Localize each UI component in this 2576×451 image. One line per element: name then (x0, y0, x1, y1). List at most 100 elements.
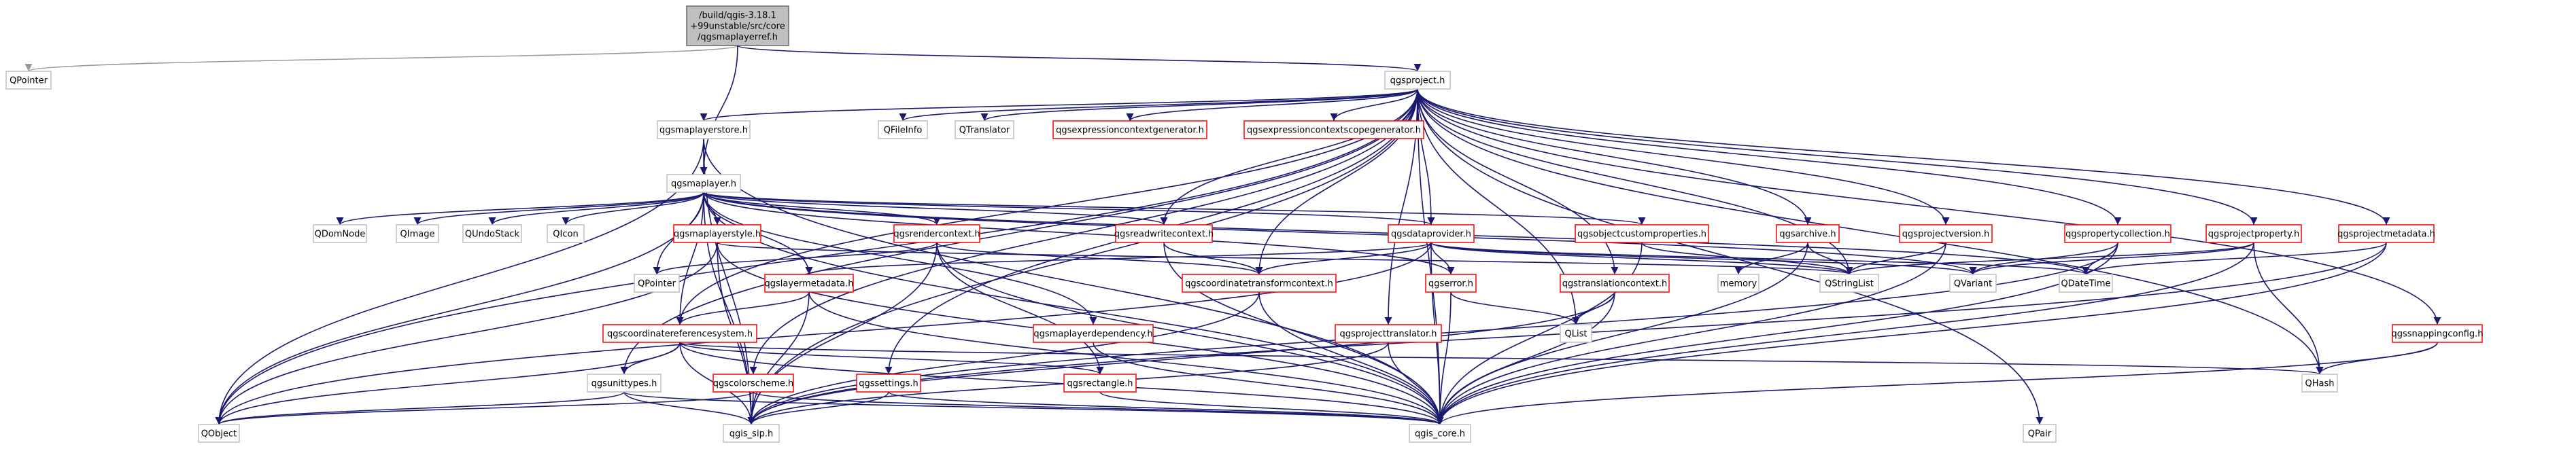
node-box (893, 224, 980, 243)
node-QList[interactable]: QList (1560, 324, 1592, 343)
node-label: qgsunittypes.h (591, 379, 657, 389)
edge-qgsmaplayer-to-qgsdataprovider (703, 192, 1435, 226)
node-box (856, 374, 921, 393)
node-box (1388, 224, 1475, 243)
node-qgsprojectmetadata[interactable]: qgsprojectmetadata.h (2337, 224, 2435, 243)
node-qgsrendercontext[interactable]: qgsrendercontext.h (893, 224, 980, 243)
node-label: QImage (400, 230, 435, 240)
node-qgstranslationcontext[interactable]: qgstranslationcontext.h (1560, 274, 1670, 293)
edge-qgsmaplayer-to-QIcon (562, 192, 704, 226)
node-label: qgsmaplayerstyle.h (674, 230, 761, 240)
node-box (1425, 274, 1477, 293)
node-box (712, 374, 794, 393)
edge-qgsdataprovider-to-QStringList (1430, 242, 1853, 275)
node-box (1717, 274, 1759, 293)
edge-qgscolorscheme-to-qgis_core (753, 391, 1444, 425)
edge-qgsproject-to-qgis_sip (747, 88, 1418, 425)
node-box (5, 71, 52, 90)
node-QDateTime[interactable]: QDateTime (2059, 274, 2113, 293)
edge-qgslayermetadata-to-qgscrs (676, 291, 810, 325)
node-qgssettings[interactable]: qgssettings.h (856, 374, 921, 393)
node-qgsexprctxgen[interactable]: qgsexpressioncontextgenerator.h (1052, 120, 1207, 139)
edge-qgsrendercontext-to-QPointer_mid (653, 242, 938, 275)
edge-qgscrs-to-qgsrectangle (679, 342, 1104, 375)
edge-qgsmaplayer-to-QUndoStack (488, 192, 704, 226)
node-qgslayermetadata[interactable]: qgslayermetadata.h (764, 274, 854, 293)
node-QVariant[interactable]: QVariant (1949, 274, 1997, 293)
node-QIcon[interactable]: QIcon (547, 224, 585, 243)
node-QPointer_mid[interactable]: QPointer (634, 274, 680, 293)
edge-qgssnappingconfig-to-qgis_core (1436, 342, 2438, 425)
node-QTranslator[interactable]: QTranslator (955, 120, 1014, 139)
node-QFileInfo[interactable]: QFileInfo (878, 120, 928, 139)
node-qgsmaplayerstyle[interactable]: qgsmaplayerstyle.h (673, 224, 761, 243)
edge-qgsproject-to-qgsunittypes (620, 88, 1418, 375)
node-label: qgsmaplayer.h (671, 179, 736, 190)
node-qgis_sip[interactable]: qgis_sip.h (723, 424, 780, 443)
node-qgspropertycollection[interactable]: qgspropertycollection.h (2064, 224, 2171, 243)
edge-qgsmaplayerstyle-to-QStringList (717, 242, 1853, 275)
node-QUndoStack[interactable]: QUndoStack (462, 224, 522, 243)
node-qgis_core[interactable]: qgis_core.h (1409, 424, 1471, 443)
node-label: QIcon (553, 230, 578, 240)
node-label: qgsrendercontext.h (893, 230, 980, 240)
node-qgsarchive[interactable]: qgsarchive.h (1776, 224, 1840, 243)
node-QDomNode[interactable]: QDomNode (313, 224, 367, 243)
edge-qgsunittypes-to-qgis_core (623, 391, 1444, 425)
node-QStringList[interactable]: QStringList (1819, 274, 1879, 293)
node-qgscoordtransformctx[interactable]: qgscoordinatetransformcontext.h (1182, 274, 1337, 293)
node-qgsprojectversion[interactable]: qgsprojectversion.h (1899, 224, 1993, 243)
node-QImage[interactable]: QImage (396, 224, 439, 243)
edge-qgslayermetadata-to-qgis_sip (747, 291, 810, 425)
node-label: qgscoordinatetransformcontext.h (1185, 279, 1333, 289)
node-label: qgserror.h (1428, 279, 1473, 289)
node-label: qgsmaplayerstore.h (659, 126, 748, 136)
node-label: QStringList (1825, 279, 1874, 289)
edge-qgscoordtransformctx-to-qgis_sip (747, 291, 1260, 425)
node-qgsexprctxscopegen[interactable]: qgsexpressioncontextscopegenerator.h (1243, 120, 1424, 139)
edge-qgsobjectcustomproperties-to-qgis_core (1436, 242, 1643, 425)
node-box (955, 120, 1014, 139)
node-qgsdataprovider[interactable]: qgsdataprovider.h (1388, 224, 1475, 243)
node-qgsproject[interactable]: qgsproject.h (1384, 71, 1451, 90)
edge-qgsproject-to-qgsmaplayerstore (700, 88, 1418, 122)
edge-qgsdataprovider-to-QObject (215, 242, 1432, 425)
node-qgsreadwritecontext[interactable]: qgsreadwritecontext.h (1114, 224, 1214, 243)
node-qgsrectangle[interactable]: qgsrectangle.h (1063, 374, 1137, 393)
node-label: QObject (201, 429, 237, 439)
node-label: /build/qgis-3.18.1 (699, 11, 776, 21)
node-QPair[interactable]: QPair (2023, 424, 2057, 443)
node-qgscrs[interactable]: qgscoordinatereferencesystem.h (602, 324, 757, 343)
edge-qgsreadwritecontext-to-qgscoordtransformctx (1163, 242, 1263, 275)
edge-qgscrs-to-QObject (215, 342, 681, 425)
node-QObject[interactable]: QObject (198, 424, 240, 443)
node-qgsunittypes[interactable]: qgsunittypes.h (587, 374, 662, 393)
node-root[interactable]: /build/qgis-3.18.1+99unstable/src/core/q… (686, 5, 789, 46)
node-qgserror[interactable]: qgserror.h (1425, 274, 1477, 293)
node-QPointer_top[interactable]: QPointer (5, 71, 52, 90)
node-qgssnappingconfig[interactable]: qgssnappingconfig.h (2391, 324, 2484, 343)
node-box (587, 374, 662, 393)
edge-qgsmaplayer-to-qgsmaplayerdependency (703, 192, 1097, 325)
node-qgsprojectproperty[interactable]: qgsprojectproperty.h (2205, 224, 2302, 243)
node-label: QDateTime (2061, 279, 2110, 289)
node-memory[interactable]: memory (1717, 274, 1759, 293)
node-label: qgspropertycollection.h (2065, 230, 2170, 240)
node-qgsmaplayerdependency[interactable]: qgsmaplayerdependency.h (1033, 324, 1154, 343)
node-qgscolorscheme[interactable]: qgscolorscheme.h (712, 374, 794, 393)
node-box (666, 174, 741, 193)
node-label: QList (1565, 329, 1587, 340)
node-qgsobjectcustomproperties[interactable]: qgsobjectcustomproperties.h (1575, 224, 1709, 243)
node-box (602, 324, 757, 343)
node-qgsmaplayerstore[interactable]: qgsmaplayerstore.h (657, 120, 751, 139)
edge-qgslayermetadata-to-qgis_core (808, 291, 1444, 425)
node-qgsmaplayer[interactable]: qgsmaplayer.h (666, 174, 741, 193)
node-label: QDomNode (315, 230, 366, 240)
edge-layer (25, 45, 2441, 425)
edge-qgsproject-to-QFileInfo (899, 88, 1418, 122)
node-box (1033, 324, 1154, 343)
node-qgsprojecttranslator[interactable]: qgsprojecttranslator.h (1335, 324, 1442, 343)
edge-qgsproject-to-qgssnappingconfig (1417, 88, 2441, 325)
node-QHash[interactable]: QHash (2301, 374, 2338, 393)
edge-qgsrendercontext-to-qgscoordtransformctx (936, 242, 1263, 275)
